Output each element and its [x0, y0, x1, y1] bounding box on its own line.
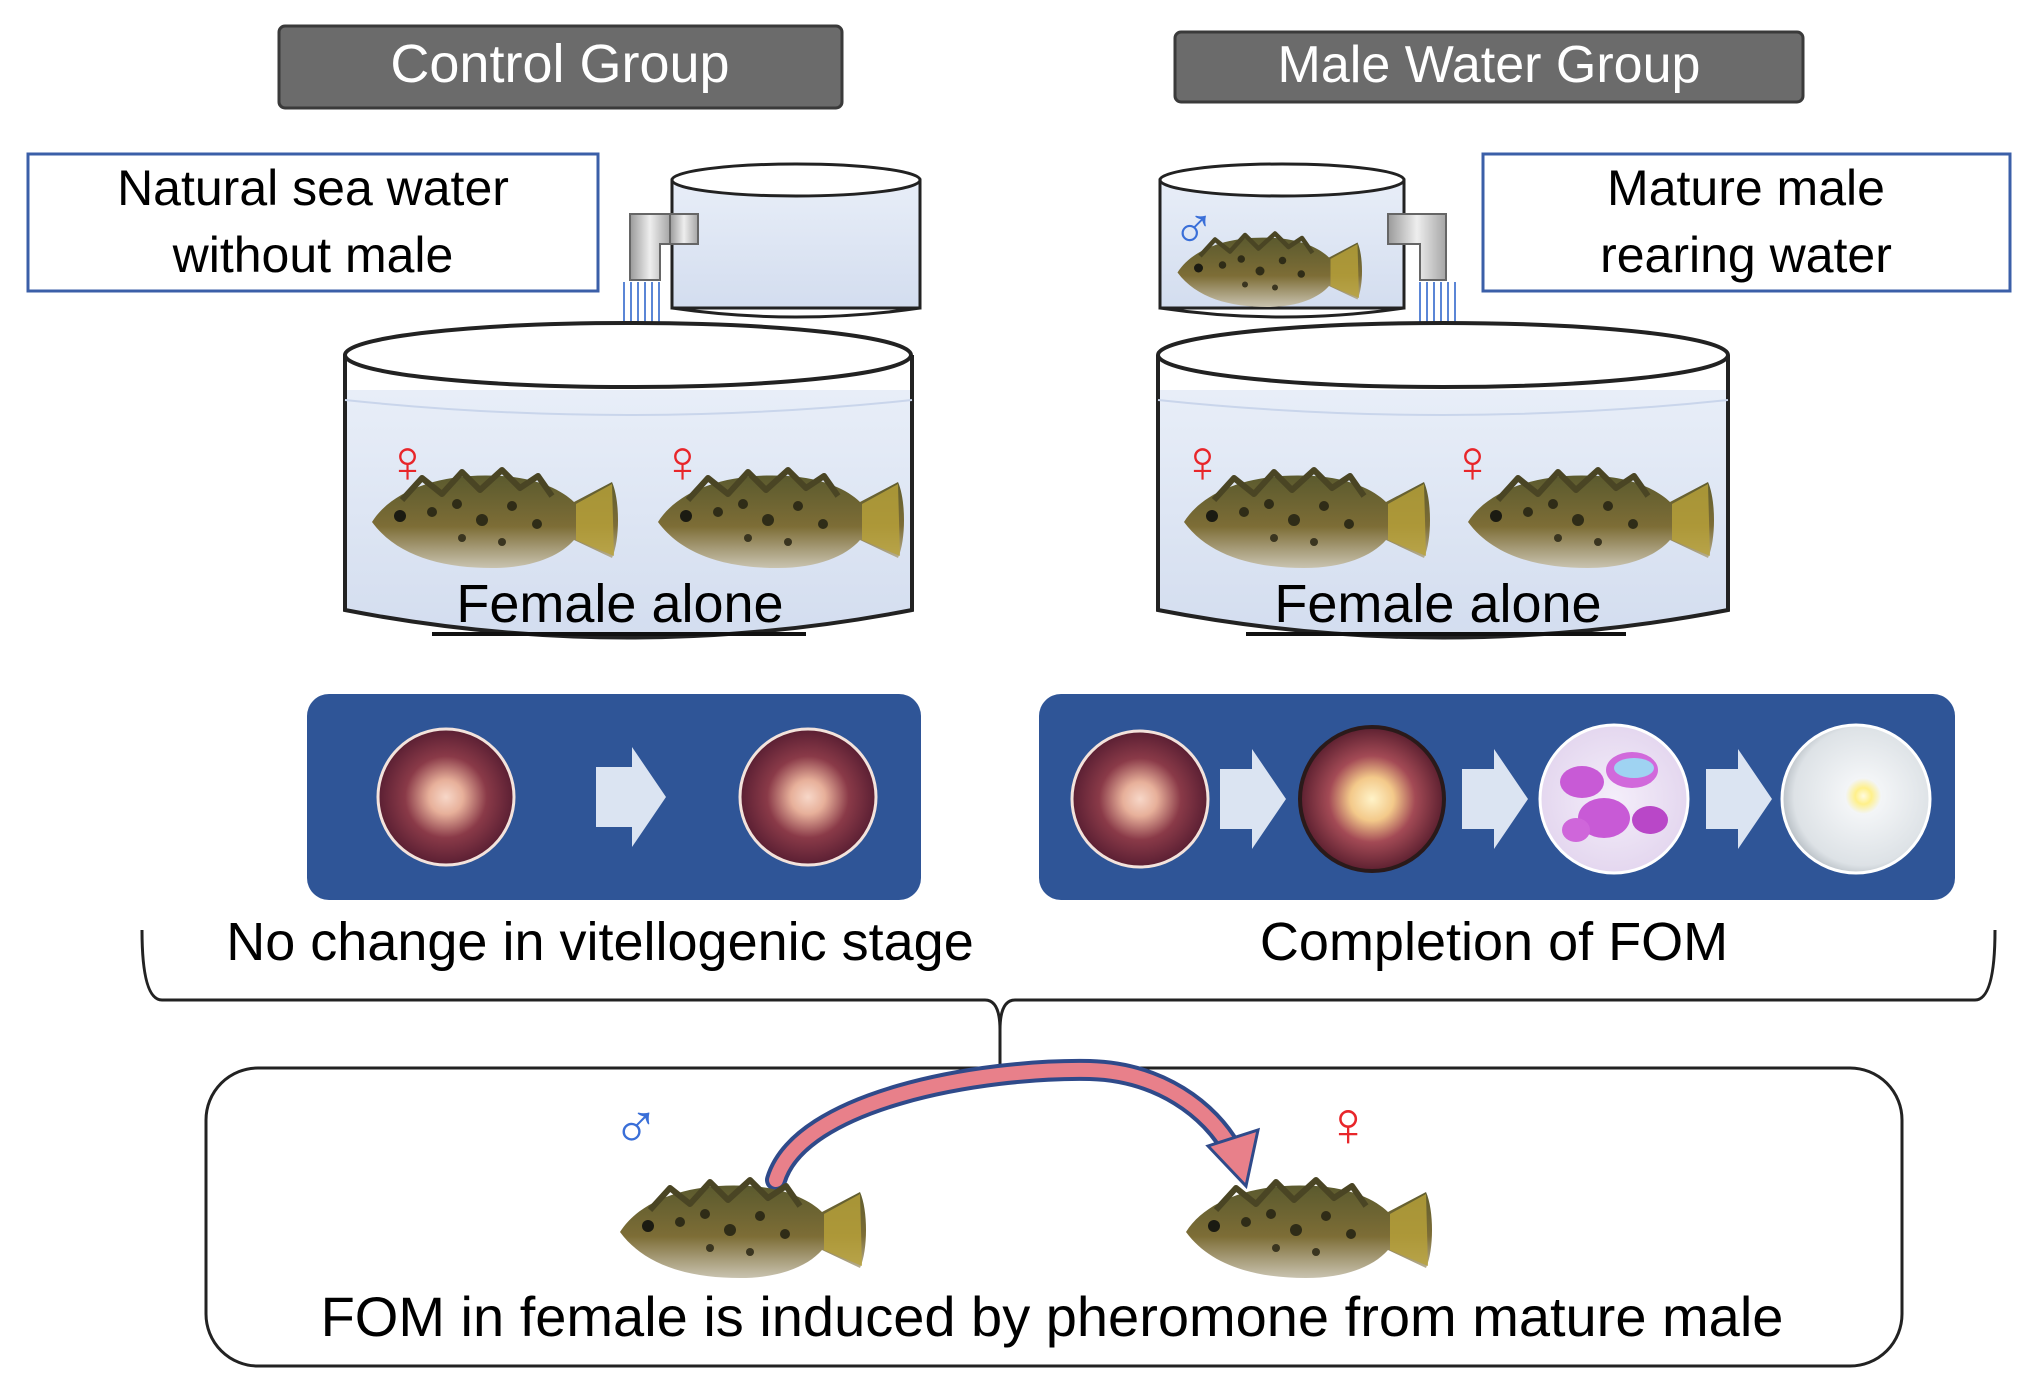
female-symbol-icon: ♀	[1180, 428, 1225, 495]
male-symbol-icon: ♂	[612, 1088, 660, 1160]
arrow-right-icon	[1706, 749, 1772, 849]
conclusion-text: FOM in female is induced by pheromone fr…	[321, 1285, 1784, 1348]
male-water-outcome-label: Completion of FOM	[1260, 912, 1728, 972]
female-symbol-icon: ♀	[1450, 428, 1495, 495]
mature-oocyte-icon	[1780, 723, 1932, 875]
arrow-right-icon	[1462, 749, 1528, 849]
male-water-group-header: Male Water Group	[1173, 30, 1805, 104]
control-tank-label-text: Female alone	[456, 574, 783, 634]
control-source-line1: Natural sea water	[117, 160, 509, 216]
male-source-line1: Mature male	[1607, 160, 1885, 216]
arrow-right-icon	[1220, 749, 1286, 849]
male-water-group-title: Male Water Group	[1278, 36, 1701, 94]
germinal-vesicle-migration-oocyte-icon	[1298, 725, 1446, 873]
male-source-line2: rearing water	[1600, 227, 1892, 283]
control-water-source-label: Natural sea water without male	[26, 152, 600, 293]
male-water-oocyte-panel	[1039, 694, 1955, 900]
vitellogenic-oocyte-icon	[1070, 729, 1210, 869]
control-tank-label: Female alone	[432, 574, 806, 636]
control-group-header: Control Group	[277, 24, 844, 110]
male-water-tank-label: Female alone	[1246, 574, 1626, 636]
yolk-coalescence-oocyte-icon	[1538, 723, 1690, 875]
vitellogenic-oocyte-icon	[738, 727, 878, 867]
male-water-tank-label-text: Female alone	[1274, 574, 1601, 634]
summary-brace	[140, 929, 1997, 1068]
control-reservoir-tank	[670, 162, 922, 319]
control-oocyte-panel	[307, 694, 921, 900]
control-group-title: Control Group	[390, 34, 729, 94]
control-source-line2: without male	[172, 227, 454, 283]
female-symbol-icon: ♀	[1324, 1088, 1372, 1160]
male-water-source-label: Mature male rearing water	[1481, 152, 2012, 293]
male-water-female-tank	[1156, 321, 1730, 640]
control-outcome-label: No change in vitellogenic stage	[226, 912, 973, 972]
female-symbol-icon: ♀	[385, 428, 430, 495]
control-female-tank	[343, 321, 914, 640]
female-symbol-icon: ♀	[660, 428, 705, 495]
vitellogenic-oocyte-icon	[376, 727, 516, 867]
arrow-right-icon	[596, 747, 666, 847]
pheromone-arrow	[765, 1058, 1261, 1191]
